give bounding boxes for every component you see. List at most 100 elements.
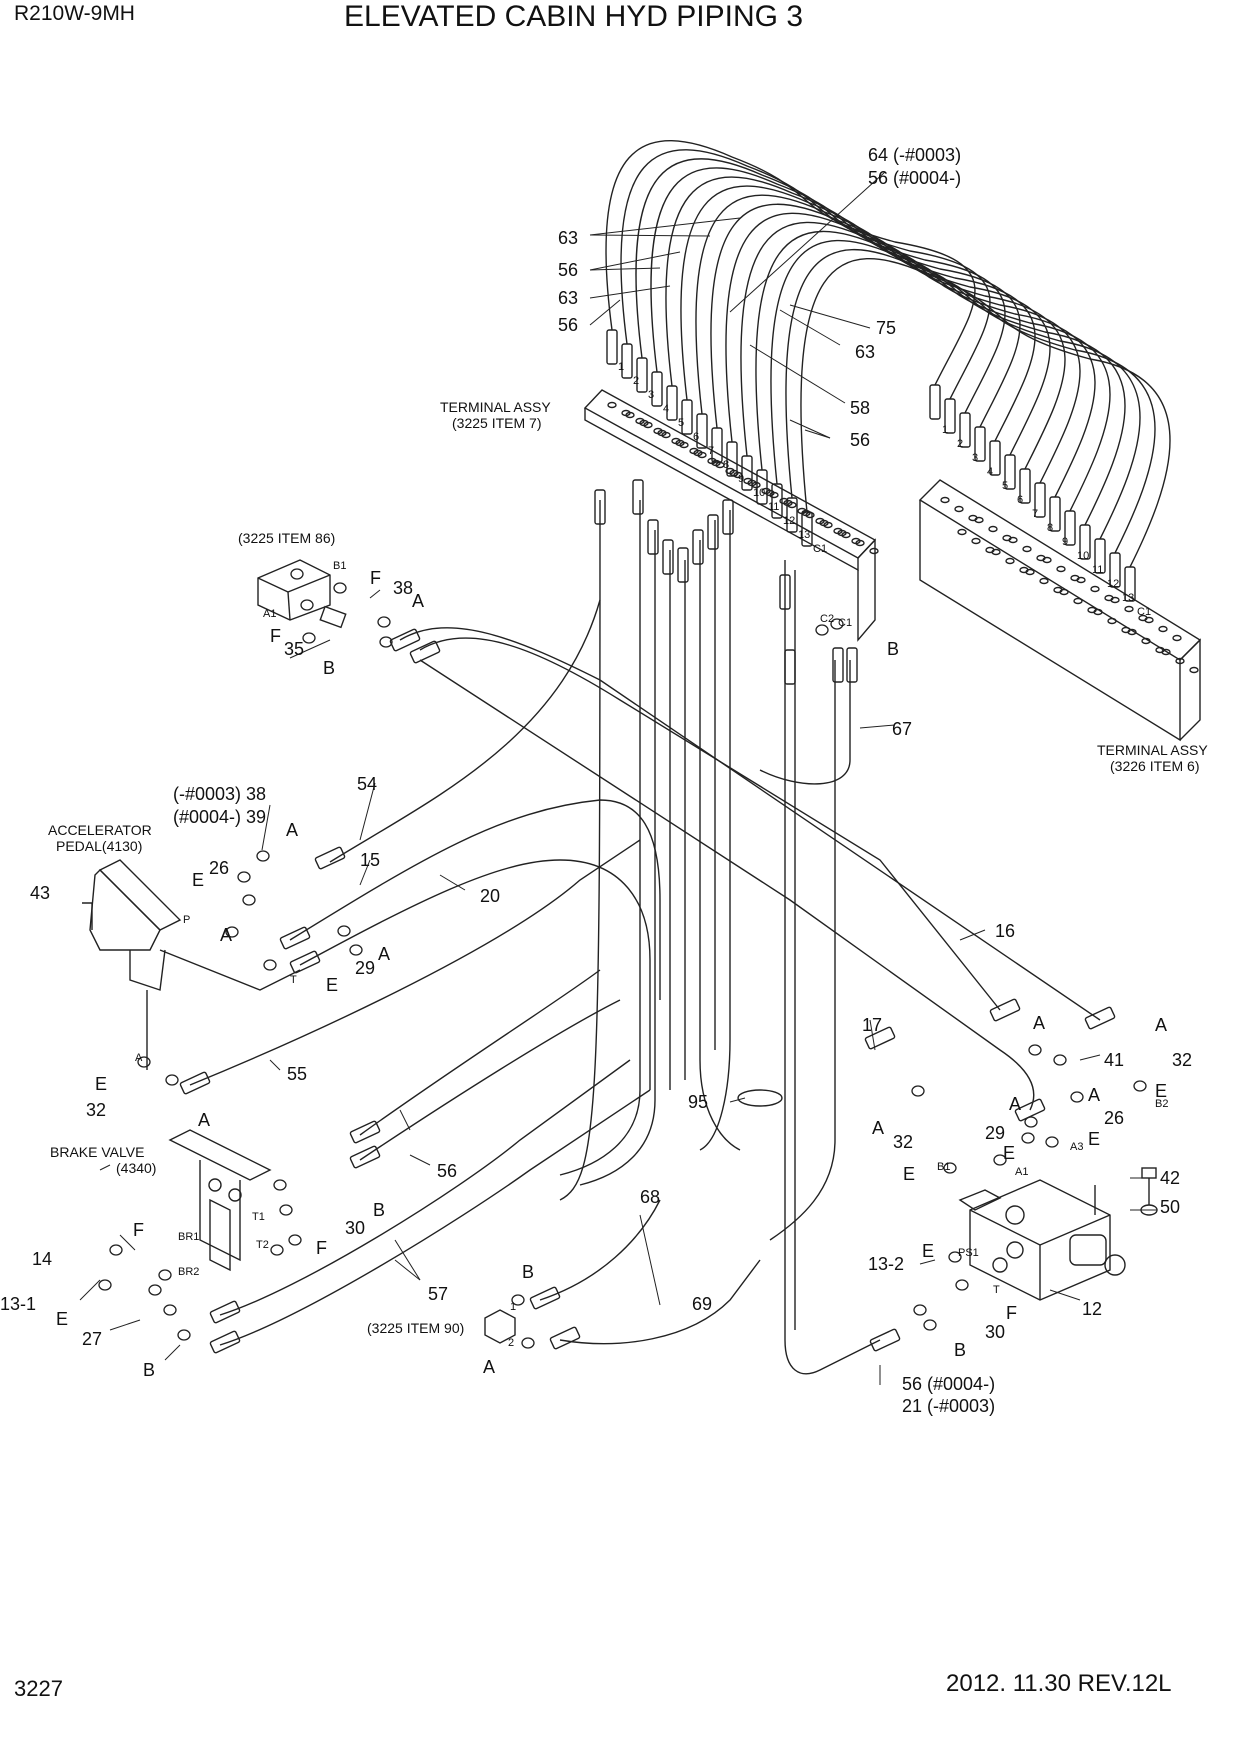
terminal-right-number: 2 (957, 438, 963, 450)
terminal-left-number: 8 (723, 459, 729, 471)
port-p-accel: P (183, 914, 190, 926)
terminal-right-number: 6 (1017, 494, 1023, 506)
terminal-assy-right (918, 479, 1202, 742)
hose-fittings (179, 329, 1136, 1354)
item86-label: (3225 ITEM 86) (238, 530, 335, 546)
port-letter-e: E (1003, 1143, 1015, 1163)
port-br1: BR1 (178, 1231, 199, 1243)
port-letter-b: B (323, 658, 335, 678)
callout-56-a: 56 (558, 260, 578, 280)
leader-lines (79, 171, 1157, 1385)
terminal-right-title: TERMINAL ASSY (1097, 742, 1208, 758)
callout-63-a: 63 (558, 228, 578, 248)
callout-35: 35 (284, 639, 304, 659)
terminal-right-number: 3 (972, 452, 978, 464)
bolt-42 (1141, 1167, 1157, 1205)
port-letter-b: B (373, 1200, 385, 1220)
port-letter-e: E (95, 1074, 107, 1094)
port-letter-a: A (378, 944, 390, 964)
port-letter-a: A (483, 1357, 495, 1377)
terminal-left-number: 4 (663, 403, 669, 415)
hose-bundle-arch (605, 140, 1171, 568)
callout-55: 55 (287, 1064, 307, 1084)
port-b1-item86: B1 (333, 560, 346, 572)
callout-30-b: 30 (985, 1322, 1005, 1342)
diagonal-hoses (189, 599, 1101, 1346)
port-b1-valve: B1 (937, 1161, 950, 1173)
callout-75: 75 (876, 318, 896, 338)
callout-56-top: 56 (#0004-) (868, 168, 961, 188)
port-letter-a: A (1009, 1094, 1021, 1114)
terminal-right-number: 4 (987, 466, 993, 478)
port-letter-e: E (922, 1241, 934, 1261)
brake-title: BRAKE VALVE (50, 1144, 144, 1160)
accelerator-sub: PEDAL(4130) (56, 838, 142, 854)
callout-32-a: 32 (86, 1100, 106, 1120)
terminal-left-number: 3 (648, 389, 654, 401)
callout-54: 54 (357, 774, 377, 794)
port-1-item90: 1 (510, 1301, 516, 1313)
revision-label: 2012. 11.30 REV.12L (946, 1670, 1172, 1697)
brake-valve (168, 1129, 272, 1272)
callout-29-b: 29 (985, 1123, 1005, 1143)
callout-69: 69 (692, 1294, 712, 1314)
callout-68: 68 (640, 1187, 660, 1207)
terminal-left-title: TERMINAL ASSY (440, 399, 551, 415)
port-letter-b: B (887, 639, 899, 659)
port-letter-a: A (198, 1110, 210, 1130)
callout-58: 58 (850, 398, 870, 418)
callout-14: 14 (32, 1249, 52, 1269)
terminal-right-number: 13 (1122, 592, 1134, 604)
callout-42: 42 (1160, 1168, 1180, 1188)
terminal-left-number: 9 (738, 473, 744, 485)
port-letter-b: B (143, 1360, 155, 1380)
port-letter-f: F (270, 626, 281, 646)
port-letter-f: F (1006, 1303, 1017, 1323)
port-letter-f: F (370, 568, 381, 588)
port-letter-e: E (1155, 1081, 1167, 1101)
callout-56-e: 56 (#0004-) (902, 1374, 995, 1394)
callout-26-a: 26 (209, 858, 229, 878)
callout-29-a: 29 (355, 958, 375, 978)
port-letter-f: F (316, 1238, 327, 1258)
terminal-left-number: 7 (708, 445, 714, 457)
port-letter-f: F (133, 1220, 144, 1240)
port-t-valve: T (993, 1284, 1000, 1296)
terminal-right-sub: (3226 ITEM 6) (1110, 758, 1199, 774)
port-letter-a: A (872, 1118, 884, 1138)
callout-50: 50 (1160, 1197, 1180, 1217)
item90-label: (3225 ITEM 90) (367, 1320, 464, 1336)
terminal-left-number: 1 (618, 361, 624, 373)
terminal-left-number: 11 (768, 501, 779, 513)
terminal-right-number: 11 (1092, 564, 1103, 576)
port-letter-e: E (1088, 1129, 1100, 1149)
port-ps1: PS1 (958, 1247, 979, 1259)
page-number: 3227 (14, 1676, 63, 1701)
callout-56-d: 56 (437, 1161, 457, 1181)
terminal-right-number: 8 (1047, 522, 1053, 534)
callout-95: 95 (688, 1092, 708, 1112)
assembly-labels: TERMINAL ASSY (3225 ITEM 7) TERMINAL ASS… (48, 399, 1208, 1336)
callout-12: 12 (1082, 1299, 1102, 1319)
port-c1: C1 (838, 617, 852, 629)
port-a1-item86: A1 (263, 608, 276, 620)
terminal-right-number: 7 (1032, 508, 1038, 520)
port-letter-e: E (56, 1309, 68, 1329)
callout-32-b: 32 (1172, 1050, 1192, 1070)
port-letter-e: E (192, 870, 204, 890)
terminal-right-number: 10 (1077, 550, 1089, 562)
terminal-left-number: 13 (798, 529, 810, 541)
terminal-assy-left (583, 389, 879, 642)
callout-43: 43 (30, 883, 50, 903)
callout-32-c: 32 (893, 1132, 913, 1152)
port-designations: B1 A1 C2 C1 B2 A3 B1 A1 PS1 BR1 BR2 T1 T… (135, 560, 1168, 1349)
callout-21: 21 (-#0003) (902, 1396, 995, 1416)
terminal-right-number: 1 (942, 424, 948, 436)
callout-13-1: 13-1 (0, 1294, 36, 1314)
port-t-accel: T (290, 974, 297, 986)
terminal-left-number: 12 (783, 515, 795, 527)
port-letter-a: A (220, 925, 232, 945)
